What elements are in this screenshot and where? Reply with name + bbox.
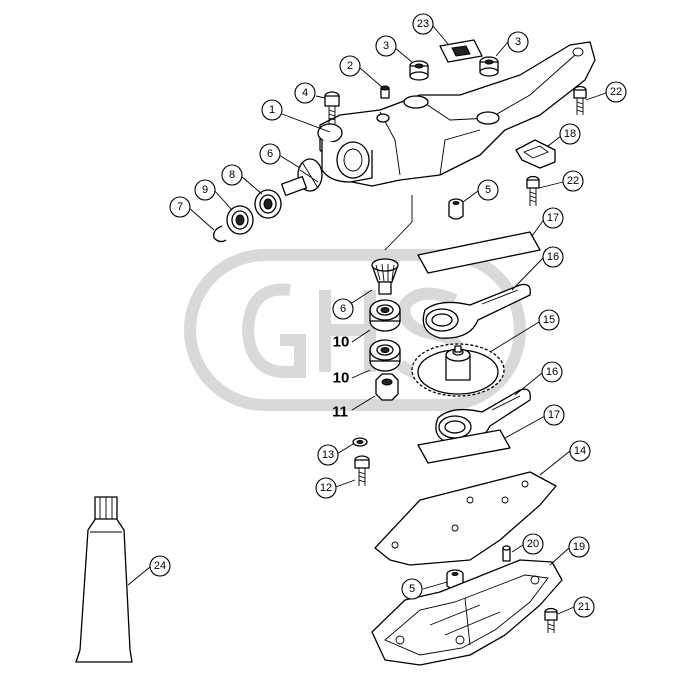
callout-12-label: 12: [320, 482, 332, 494]
callout-20-label: 20: [527, 538, 539, 550]
screw-part-21: [544, 607, 558, 633]
callout-4: 4: [294, 82, 316, 104]
callout-5b: 5: [401, 578, 423, 600]
bearing-part-8: [254, 189, 282, 219]
callout-12: 12: [315, 477, 337, 499]
pin-part-20: [502, 545, 511, 562]
callout-18: 18: [559, 123, 581, 145]
callout-4-label: 4: [302, 87, 308, 99]
bearing-part-10-lower: [369, 339, 401, 372]
bearing-part-9: [226, 205, 254, 235]
screw-part-12: [354, 455, 370, 486]
callout-15-label: 15: [543, 314, 555, 326]
nut-part-11: [375, 373, 399, 401]
callout-5b-label: 5: [409, 583, 415, 595]
screw-part-22b: [526, 175, 540, 206]
callout-24: 24: [149, 555, 171, 577]
washer-part-13: [352, 437, 368, 447]
callout-19-label: 19: [573, 541, 585, 553]
callout-8: 8: [221, 164, 243, 186]
callout-1: 1: [261, 99, 283, 121]
callout-17a-label: 17: [547, 212, 559, 224]
gasket-part-17-lower: [417, 429, 511, 464]
callout-6a: 6: [259, 143, 281, 165]
callout-6a-label: 6: [267, 148, 273, 160]
callout-15: 15: [538, 309, 560, 331]
callout-14: 14: [569, 440, 591, 462]
callout-23-label: 23: [417, 18, 429, 30]
plug-part-3b: [479, 56, 499, 77]
callout-2-label: 2: [347, 60, 353, 72]
callout-13: 13: [317, 444, 339, 466]
assembly-leader: [384, 195, 413, 251]
callout-21-label: 21: [578, 601, 590, 613]
gasket-part-17-upper: [417, 231, 541, 274]
callout-17a: 17: [542, 207, 564, 229]
callout-3a: 3: [375, 35, 397, 57]
callout-7-label: 7: [177, 201, 183, 213]
label-11: 11: [332, 404, 348, 421]
callout-24-label: 24: [154, 560, 166, 572]
clip-part-18: [515, 139, 556, 169]
cover-plate-part-14: [374, 471, 557, 566]
callout-22b-label: 22: [567, 175, 579, 187]
label-10-lower: 10: [333, 370, 350, 387]
callout-6b: 6: [332, 298, 354, 320]
callout-16a-label: 16: [547, 251, 559, 263]
callout-5a-label: 5: [485, 184, 491, 196]
callout-9: 9: [194, 179, 216, 201]
bearing-part-10-upper: [369, 299, 401, 332]
circlip-part-7: [213, 225, 227, 243]
callout-3b: 3: [507, 31, 529, 53]
bevel-pinion-part-6-upper: [280, 158, 323, 197]
bevel-pinion-part-6-lower: [371, 258, 399, 295]
callout-17b-label: 17: [548, 409, 560, 421]
callout-3a-label: 3: [383, 40, 389, 52]
callout-9-label: 9: [202, 184, 208, 196]
callout-6b-label: 6: [340, 303, 346, 315]
callout-2: 2: [339, 55, 361, 77]
callout-16b: 16: [541, 361, 563, 383]
label-10-upper: 10: [333, 334, 350, 351]
sleeve-part-5-upper: [448, 198, 464, 220]
callout-22b: 22: [562, 170, 584, 192]
grease-tube-part-24: [75, 496, 133, 663]
callout-19: 19: [568, 536, 590, 558]
callout-17b: 17: [543, 404, 565, 426]
plain-label-leaders: [351, 329, 376, 411]
connecting-rod-part-16-upper: [422, 283, 531, 339]
plain-labels: 10 10 11: [332, 334, 349, 421]
plug-part-3a: [409, 60, 429, 81]
callout-18-label: 18: [564, 128, 576, 140]
callout-7: 7: [169, 196, 191, 218]
callout-20: 20: [522, 533, 544, 555]
callout-3b-label: 3: [515, 36, 521, 48]
pin-part-2: [380, 85, 390, 99]
callout-23: 23: [412, 13, 434, 35]
callout-16b-label: 16: [546, 366, 558, 378]
callout-8-label: 8: [229, 169, 235, 181]
gear-housing: [317, 41, 596, 187]
spur-gear-part-15: [411, 343, 505, 397]
callout-16a: 16: [542, 246, 564, 268]
callout-21: 21: [573, 596, 595, 618]
callout-14-label: 14: [574, 445, 586, 457]
callout-5a: 5: [477, 179, 499, 201]
callout-22a-label: 22: [610, 86, 622, 98]
label-plate-part-23: [439, 39, 483, 63]
screw-part-22a: [573, 85, 587, 115]
callout-22a: 22: [605, 81, 627, 103]
screw-part-4: [324, 91, 340, 124]
callout-1-label: 1: [269, 104, 275, 116]
base-plate-part-19: [371, 559, 563, 666]
callout-13-label: 13: [322, 449, 334, 461]
